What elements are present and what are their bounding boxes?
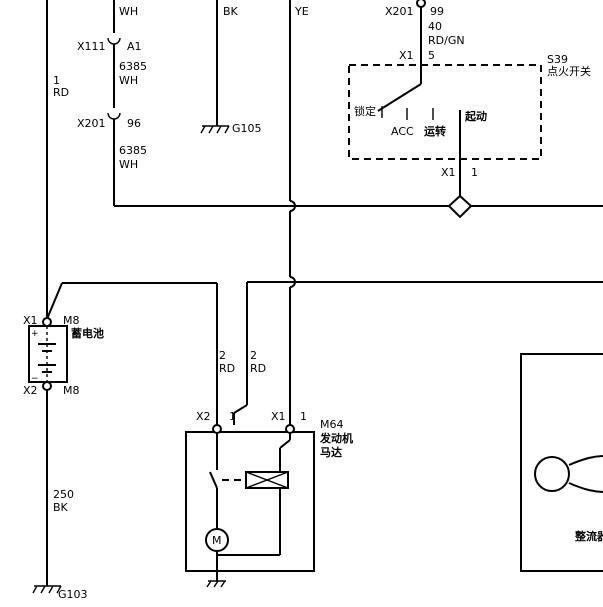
ignition-switch-s39: [348, 0, 542, 219]
solenoid-coil: [245, 471, 289, 489]
wire-color-seg2: WH: [119, 158, 138, 171]
wire-color-ign: RD/GN: [428, 34, 465, 47]
connector-m64-x2-pin: 1: [229, 410, 236, 423]
ground-symbol-g105: [200, 125, 230, 134]
x201-pin-circle: [416, 0, 426, 8]
battery-minus: −: [31, 374, 39, 384]
wire-color-main: RD: [53, 86, 69, 99]
connector-battery-x2: X2: [23, 384, 38, 397]
connector-s39-x1-bot: X1: [441, 166, 456, 179]
ground-label-g103: G103: [58, 588, 88, 601]
partial-generator: [520, 353, 603, 572]
splice-diamond: [447, 194, 473, 219]
connector-x111: X111: [77, 40, 106, 53]
x111-connector-symbol: [107, 37, 121, 45]
connector-m64-x1-pin: 1: [300, 410, 307, 423]
starter-id: M64: [320, 418, 344, 431]
switch-pos-run: 运转: [424, 124, 446, 138]
starter-motor-m64: [185, 424, 315, 588]
connector-battery-x2-pin: M8: [63, 384, 80, 397]
ground-label-g105: G105: [232, 122, 262, 135]
g105-wire: [200, 0, 230, 134]
wire-num-ign: 40: [428, 20, 442, 33]
wire-color-ye: YE: [294, 5, 309, 18]
connector-battery-x1: X1: [23, 314, 38, 327]
wire-color-ground: BK: [53, 501, 69, 514]
switch-pos-lock: 锁定: [354, 104, 376, 118]
ground-symbol-g103: [32, 585, 62, 594]
wire-num-ground: 250: [53, 488, 74, 501]
starter-name-line2: 马达: [320, 445, 342, 459]
connector-s39-x1-top: X1: [399, 49, 414, 62]
connector-x201-left-pin: 96: [127, 117, 141, 130]
ground-symbol-m64: [206, 580, 226, 588]
wire-num-seg1: 6385: [119, 60, 147, 73]
connector-x201-left: X201: [77, 117, 106, 130]
wire-num-main: 1: [53, 74, 60, 87]
switch-pos-acc: ACC: [391, 125, 414, 138]
x201-connector-symbol: [107, 112, 121, 120]
switch-pos-start: 起动: [464, 109, 487, 123]
battery-plus: +: [31, 329, 39, 339]
connector-battery-x1-pin: M8: [63, 314, 80, 327]
starter-name-line1: 发动机: [319, 431, 353, 445]
ye-wire: [289, 0, 296, 432]
wire-num-m64-x1: 2: [250, 349, 257, 362]
partial-component-label: 整流器: [574, 529, 603, 543]
wire-color-seg1: WH: [119, 74, 138, 87]
connector-x201-right-pin: 99: [430, 5, 444, 18]
wh-circuit-left: [107, 0, 603, 207]
connector-m64-x2: X2: [196, 410, 211, 423]
wire-color-wh-top: WH: [119, 5, 138, 18]
switch-box: [348, 64, 542, 160]
switch-id: S39: [547, 53, 568, 66]
battery-symbol: [28, 317, 68, 594]
wire-color-m64-x1: RD: [250, 362, 266, 375]
starter-feed-wire: [46, 281, 603, 432]
wire-color-m64-x2: RD: [219, 362, 235, 375]
labels: WH BK YE X111 A1 6385 WH 1 RD X201 96 63…: [23, 5, 603, 601]
battery-name: 蓄电池: [71, 326, 104, 340]
switch-lever: [377, 83, 422, 112]
wire-num-m64-x2: 2: [219, 349, 226, 362]
connector-x201-right: X201: [385, 5, 414, 18]
connector-m64-x1: X1: [271, 410, 286, 423]
wire-color-bk-g105: BK: [223, 5, 239, 18]
motor-label: M: [212, 534, 222, 547]
connector-s39-x1-top-pin: 5: [428, 49, 435, 62]
switch-name: 点火开关: [547, 64, 591, 78]
wire-num-seg2: 6385: [119, 144, 147, 157]
connector-s39-x1-bot-pin: 1: [471, 166, 478, 179]
connector-x111-pin: A1: [127, 40, 142, 53]
